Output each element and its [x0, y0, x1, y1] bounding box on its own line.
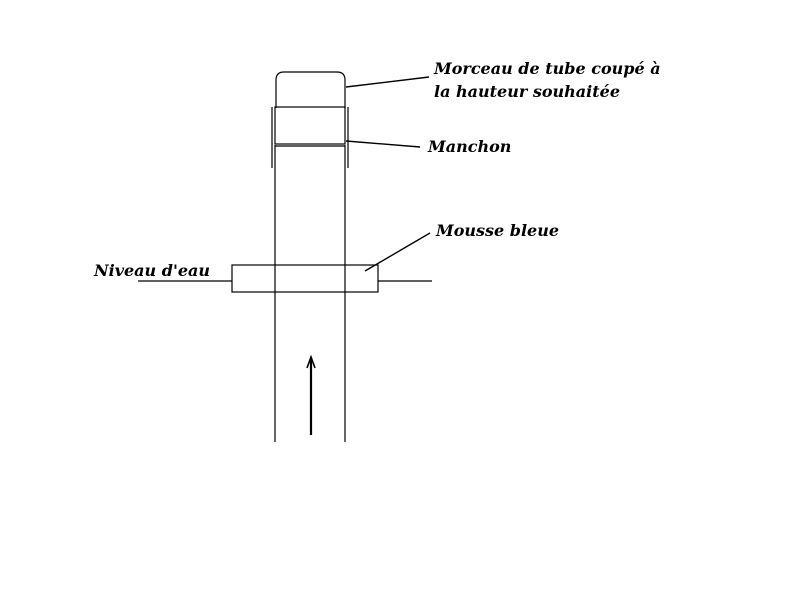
label-tube-piece-line2: la hauteur souhaitée: [434, 82, 620, 101]
leader-foam: [364, 232, 431, 272]
label-tube-piece-line1: Morceau de tube coupé à: [433, 59, 661, 78]
cut-tube-piece: [275, 71, 346, 108]
flow-arrow: [306, 354, 316, 435]
leader-sleeve: [345, 140, 421, 148]
label-foam: Mousse bleue: [435, 221, 559, 240]
leader-lines: [345, 76, 431, 272]
leader-tube-piece: [345, 76, 430, 88]
sleeve: [271, 106, 349, 168]
main-tube: [274, 145, 346, 442]
foam-block: [231, 264, 379, 293]
sleeve-body: [274, 106, 346, 145]
arrow-head: [306, 354, 316, 369]
label-water-level: Niveau d'eau: [93, 261, 210, 280]
label-sleeve: Manchon: [427, 137, 511, 156]
